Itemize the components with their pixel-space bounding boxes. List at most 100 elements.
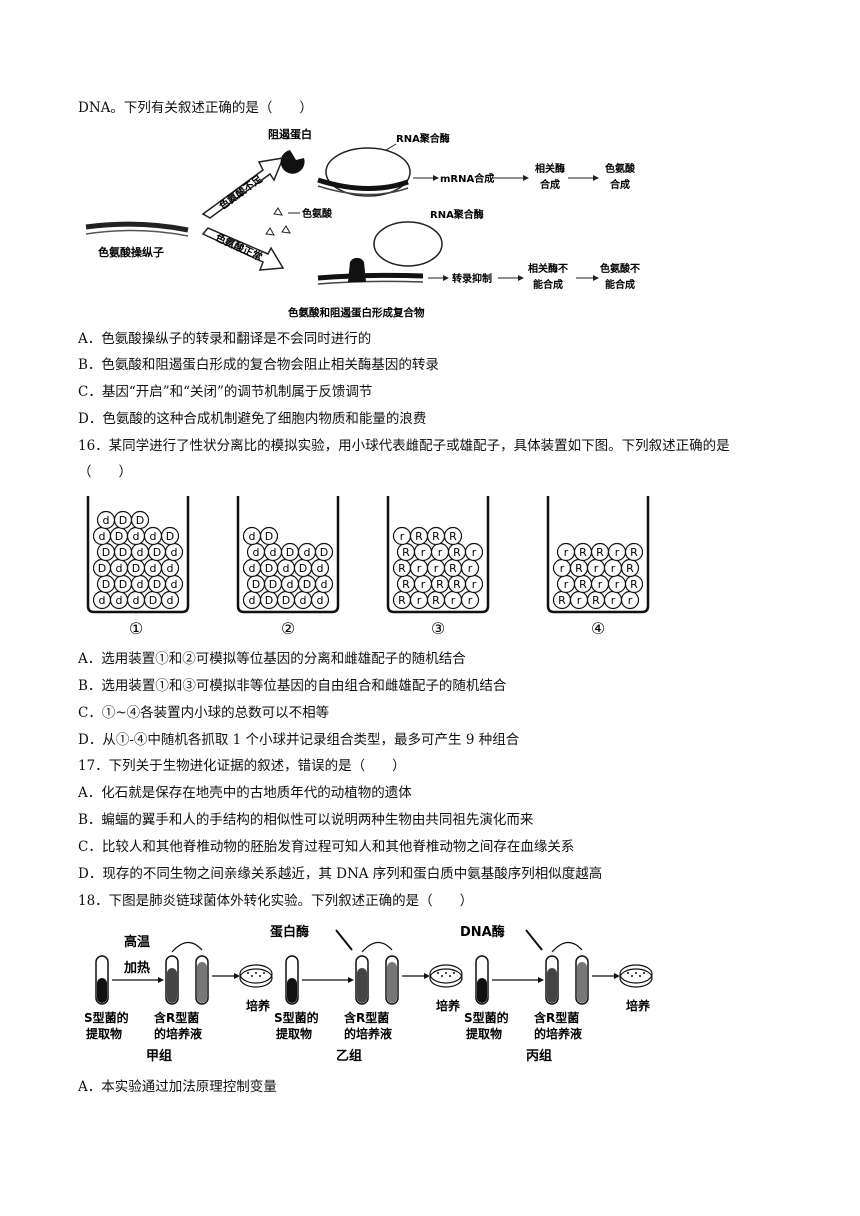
ball-letter: r [421, 546, 426, 559]
ball [160, 526, 180, 546]
q18-stem: 18．下图是肺炎链球菌体外转化实验。下列叙述正确的是（ ） [78, 893, 474, 909]
ball [259, 526, 279, 546]
ball-letter: d [99, 530, 106, 543]
ball-letter: D [119, 578, 127, 591]
medium-label: 的培养液 [154, 1026, 202, 1041]
q16-option-b: B．选用装置①和③可模拟非等位基因的自由组合和雌雄配子的随机结合 [78, 678, 507, 694]
ball-letter: D [252, 578, 260, 591]
group-name: 丙组 [526, 1048, 552, 1064]
medium-label: 的培养液 [534, 1026, 582, 1041]
ball-letter: d [171, 546, 178, 559]
svg-text:转录抑制: 转录抑制 [452, 272, 492, 285]
ball-letter: r [564, 546, 569, 559]
beaker-label: ③ [431, 619, 445, 638]
ball-letter: R [558, 594, 566, 607]
ball-letter: d [137, 546, 144, 559]
ball-letter: r [615, 546, 620, 559]
extract-label: S型菌的 [84, 1010, 129, 1025]
q15-option-b: B．色氨酸和阻遏蛋白形成的复合物会阻止相关酶基因的转录 [78, 357, 439, 373]
q15-option-c: C．基因“开启”和“关闭”的调节机制属于反馈调节 [78, 384, 373, 400]
ball-letter: r [472, 546, 477, 559]
q16-stem-bracket: （ ） [78, 464, 132, 480]
ball-letter: D [102, 578, 110, 591]
ball-letter: D [286, 546, 294, 559]
medium-label: 含R型菌 [344, 1010, 389, 1025]
svg-text:RNA聚合酶: RNA聚合酶 [430, 208, 484, 221]
ball-letter: r [560, 562, 565, 575]
ball-letter: d [287, 578, 294, 591]
ball-letter: r [611, 594, 616, 607]
ball-letter: R [398, 562, 406, 575]
ball-letter: D [166, 530, 174, 543]
ball-letter: d [167, 562, 174, 575]
svg-text:色氨酸不足: 色氨酸不足 [217, 172, 266, 212]
ball-letter: d [249, 594, 256, 607]
ball-letter: r [615, 578, 620, 591]
svg-text:合成: 合成 [539, 178, 560, 191]
ball-letter: d [249, 562, 256, 575]
ball-letter: R [596, 546, 604, 559]
intro-line: DNA。下列有关叙述正确的是（ ） [78, 100, 313, 116]
q15-option-a: A．色氨酸操纵子的转录和翻译是不会同时进行的 [78, 331, 372, 347]
ball-letter: r [564, 578, 569, 591]
ball-letter: r [468, 562, 473, 575]
ball [624, 542, 644, 562]
ball-letter: r [577, 594, 582, 607]
arrow-trp-insufficient: 色氨酸不足 [201, 157, 285, 219]
extract-label: S型菌的 [464, 1010, 509, 1025]
ball-letter: D [149, 594, 157, 607]
ball-letter: D [132, 562, 140, 575]
ball-letter: d [171, 578, 178, 591]
ball-letter: r [434, 562, 439, 575]
ball-letter: d [99, 594, 106, 607]
ball-letter: D [299, 562, 307, 575]
ball-letter: d [116, 594, 123, 607]
svg-text:阻遏蛋白: 阻遏蛋白 [268, 127, 312, 141]
ball-letter: D [115, 530, 123, 543]
svg-text:色氨酸: 色氨酸 [605, 162, 636, 175]
beaker-label: ② [281, 619, 295, 638]
ball-letter: d [304, 546, 311, 559]
ball-letter: R [402, 578, 410, 591]
extract-label: 提取物 [86, 1026, 122, 1041]
ball-letter: D [153, 546, 161, 559]
svg-text:能合成: 能合成 [605, 278, 635, 291]
ball-letter: R [432, 530, 440, 543]
culture-label: 培养 [436, 998, 460, 1013]
ball-letter: R [402, 546, 410, 559]
ball-letter: R [453, 546, 461, 559]
ball-letter: R [436, 578, 444, 591]
ball-letter: D [320, 546, 328, 559]
svg-text:能合成: 能合成 [533, 278, 563, 291]
ball-letter: r [417, 562, 422, 575]
ball-letter: R [398, 594, 406, 607]
q17-option-a: A．化石就是保存在地壳中的古地质年代的动植物的遗体 [78, 785, 412, 801]
q16-option-d: D．从①-④中随机各抓取 1 个小球并记录组合类型，最多可产生 9 种组合 [78, 732, 520, 748]
ball-letter: d [137, 578, 144, 591]
group-name: 甲组 [146, 1048, 172, 1064]
treatment-label: 加热 [123, 960, 150, 976]
repressor-protein [280, 150, 305, 174]
extract-label: 提取物 [466, 1026, 502, 1041]
ball-letter: d [270, 546, 277, 559]
ball-letter: R [626, 562, 634, 575]
ball-letter: R [453, 578, 461, 591]
ball-letter: d [283, 562, 290, 575]
svg-text:色氨酸和阻遏蛋白形成复合物: 色氨酸和阻遏蛋白形成复合物 [288, 306, 425, 319]
ball-letter: D [265, 594, 273, 607]
ball-letter: d [249, 530, 256, 543]
extract-label: S型菌的 [274, 1010, 319, 1025]
operon-label: 色氨酸操纵子 [98, 245, 164, 259]
ball-letter: d [116, 562, 123, 575]
ball [443, 526, 463, 546]
ball-letter: d [167, 594, 174, 607]
q16-option-c: C．①~④各装置内小球的总数可以不相等 [78, 705, 330, 721]
trp-operon-figure: 色氨酸操纵子 色氨酸不足 色氨酸正常 阻遏蛋白 RNA聚合酶 mRNA合成 相关… [85, 127, 640, 319]
ball-letter: d [317, 562, 324, 575]
